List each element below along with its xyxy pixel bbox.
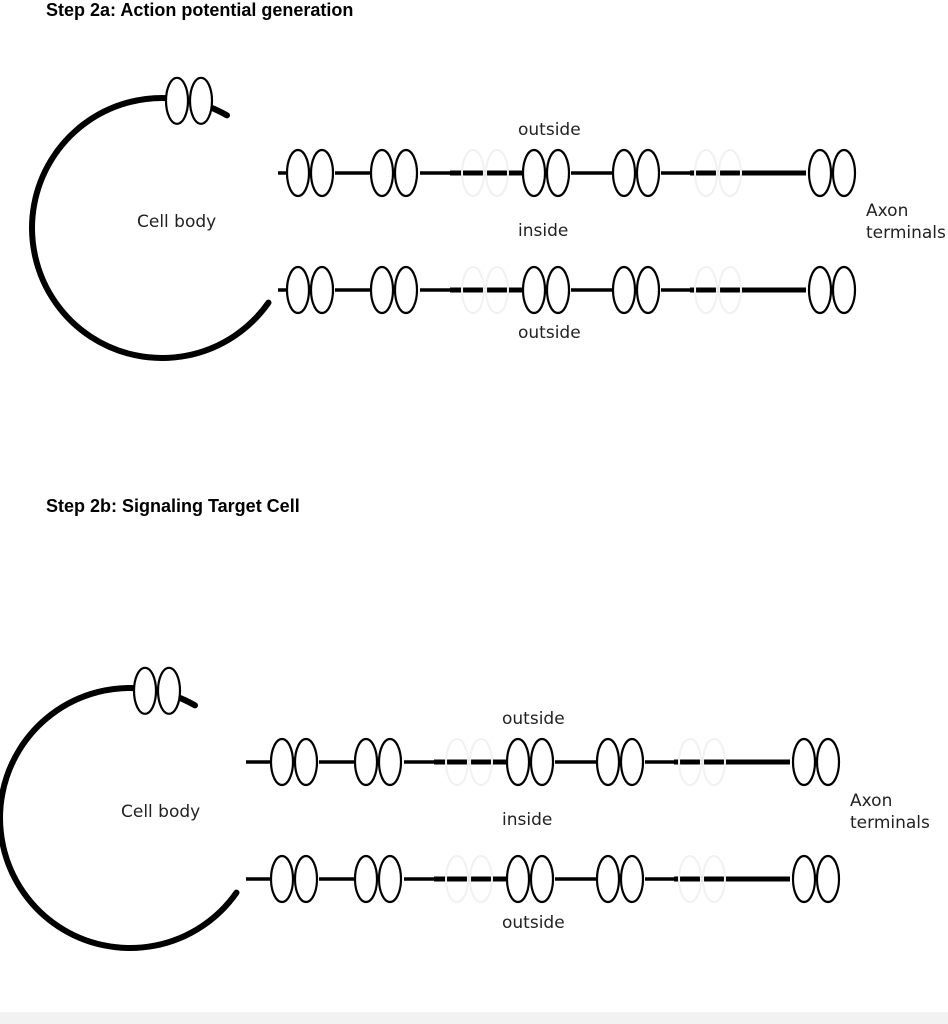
ion-channel (377, 854, 403, 904)
ion-channel (505, 737, 531, 787)
ion-channel (595, 854, 621, 904)
ion-channel (353, 737, 379, 787)
neuron-diagram-2b (0, 666, 841, 951)
faint-ion-channel (678, 855, 702, 903)
ion-channel (619, 737, 645, 787)
faint-ion-channel (678, 738, 702, 786)
ion-channel (293, 854, 319, 904)
faint-ion-channel (485, 266, 509, 314)
ion-channel (635, 148, 661, 198)
outside-top-label: outside (502, 709, 565, 729)
ion-channel (353, 854, 379, 904)
ion-channel (377, 737, 403, 787)
ion-channel (529, 854, 555, 904)
ion-channel (619, 854, 645, 904)
outside-top-label: outside (518, 120, 581, 140)
ion-channel (831, 148, 857, 198)
outside-bottom-label: outside (502, 913, 565, 933)
faint-ion-channel (469, 855, 493, 903)
page-bottom-edge (0, 1012, 948, 1024)
ion-channel (269, 854, 295, 904)
ion-channel (285, 265, 311, 315)
ion-channel (807, 265, 833, 315)
ion-channel (529, 737, 555, 787)
ion-channel (393, 265, 419, 315)
inside-label: inside (502, 810, 553, 830)
faint-ion-channel (445, 855, 469, 903)
ion-channel (521, 265, 547, 315)
neuron-diagram-2a (29, 76, 857, 361)
ion-channel (369, 148, 395, 198)
faint-ion-channel (718, 266, 742, 314)
ion-channel (156, 666, 182, 715)
inside-label: inside (518, 221, 569, 241)
faint-ion-channel (485, 149, 509, 197)
cell-body-membrane (29, 95, 272, 361)
cell-body-label: Cell body (137, 212, 217, 232)
axon-terminals-label: Axon terminals (850, 791, 930, 833)
ion-channel (595, 737, 621, 787)
faint-ion-channel (445, 738, 469, 786)
ion-channel (285, 148, 311, 198)
faint-ion-channel (694, 266, 718, 314)
ion-channel (831, 265, 857, 315)
ion-channel (545, 265, 571, 315)
faint-ion-channel (469, 738, 493, 786)
ion-channel (815, 854, 841, 904)
faint-ion-channel (461, 266, 485, 314)
faint-ion-channel (694, 149, 718, 197)
axon-terminals-label: Axon terminals (866, 201, 946, 243)
ion-channel (791, 737, 817, 787)
ion-channel (188, 76, 214, 125)
faint-ion-channel (718, 149, 742, 197)
cell-body-membrane (0, 685, 240, 951)
ion-channel (309, 148, 335, 198)
ion-channel (269, 737, 295, 787)
ion-channel (521, 148, 547, 198)
step-2a-title: Step 2a: Action potential generation (46, 0, 354, 20)
ion-channel (807, 148, 833, 198)
ion-channel (132, 666, 158, 715)
ion-channel (369, 265, 395, 315)
step-2b-title: Step 2b: Signaling Target Cell (46, 496, 300, 516)
ion-channel (611, 148, 637, 198)
faint-ion-channel (702, 738, 726, 786)
faint-ion-channel (461, 149, 485, 197)
ion-channel (505, 854, 531, 904)
ion-channel (293, 737, 319, 787)
ion-channel (309, 265, 335, 315)
faint-ion-channel (702, 855, 726, 903)
ion-channel (545, 148, 571, 198)
ion-channel (393, 148, 419, 198)
cell-body-label: Cell body (121, 802, 201, 822)
ion-channel (611, 265, 637, 315)
ion-channel (635, 265, 661, 315)
ion-channel (164, 76, 190, 125)
ion-channel (791, 854, 817, 904)
outside-bottom-label: outside (518, 323, 581, 343)
ion-channel (815, 737, 841, 787)
